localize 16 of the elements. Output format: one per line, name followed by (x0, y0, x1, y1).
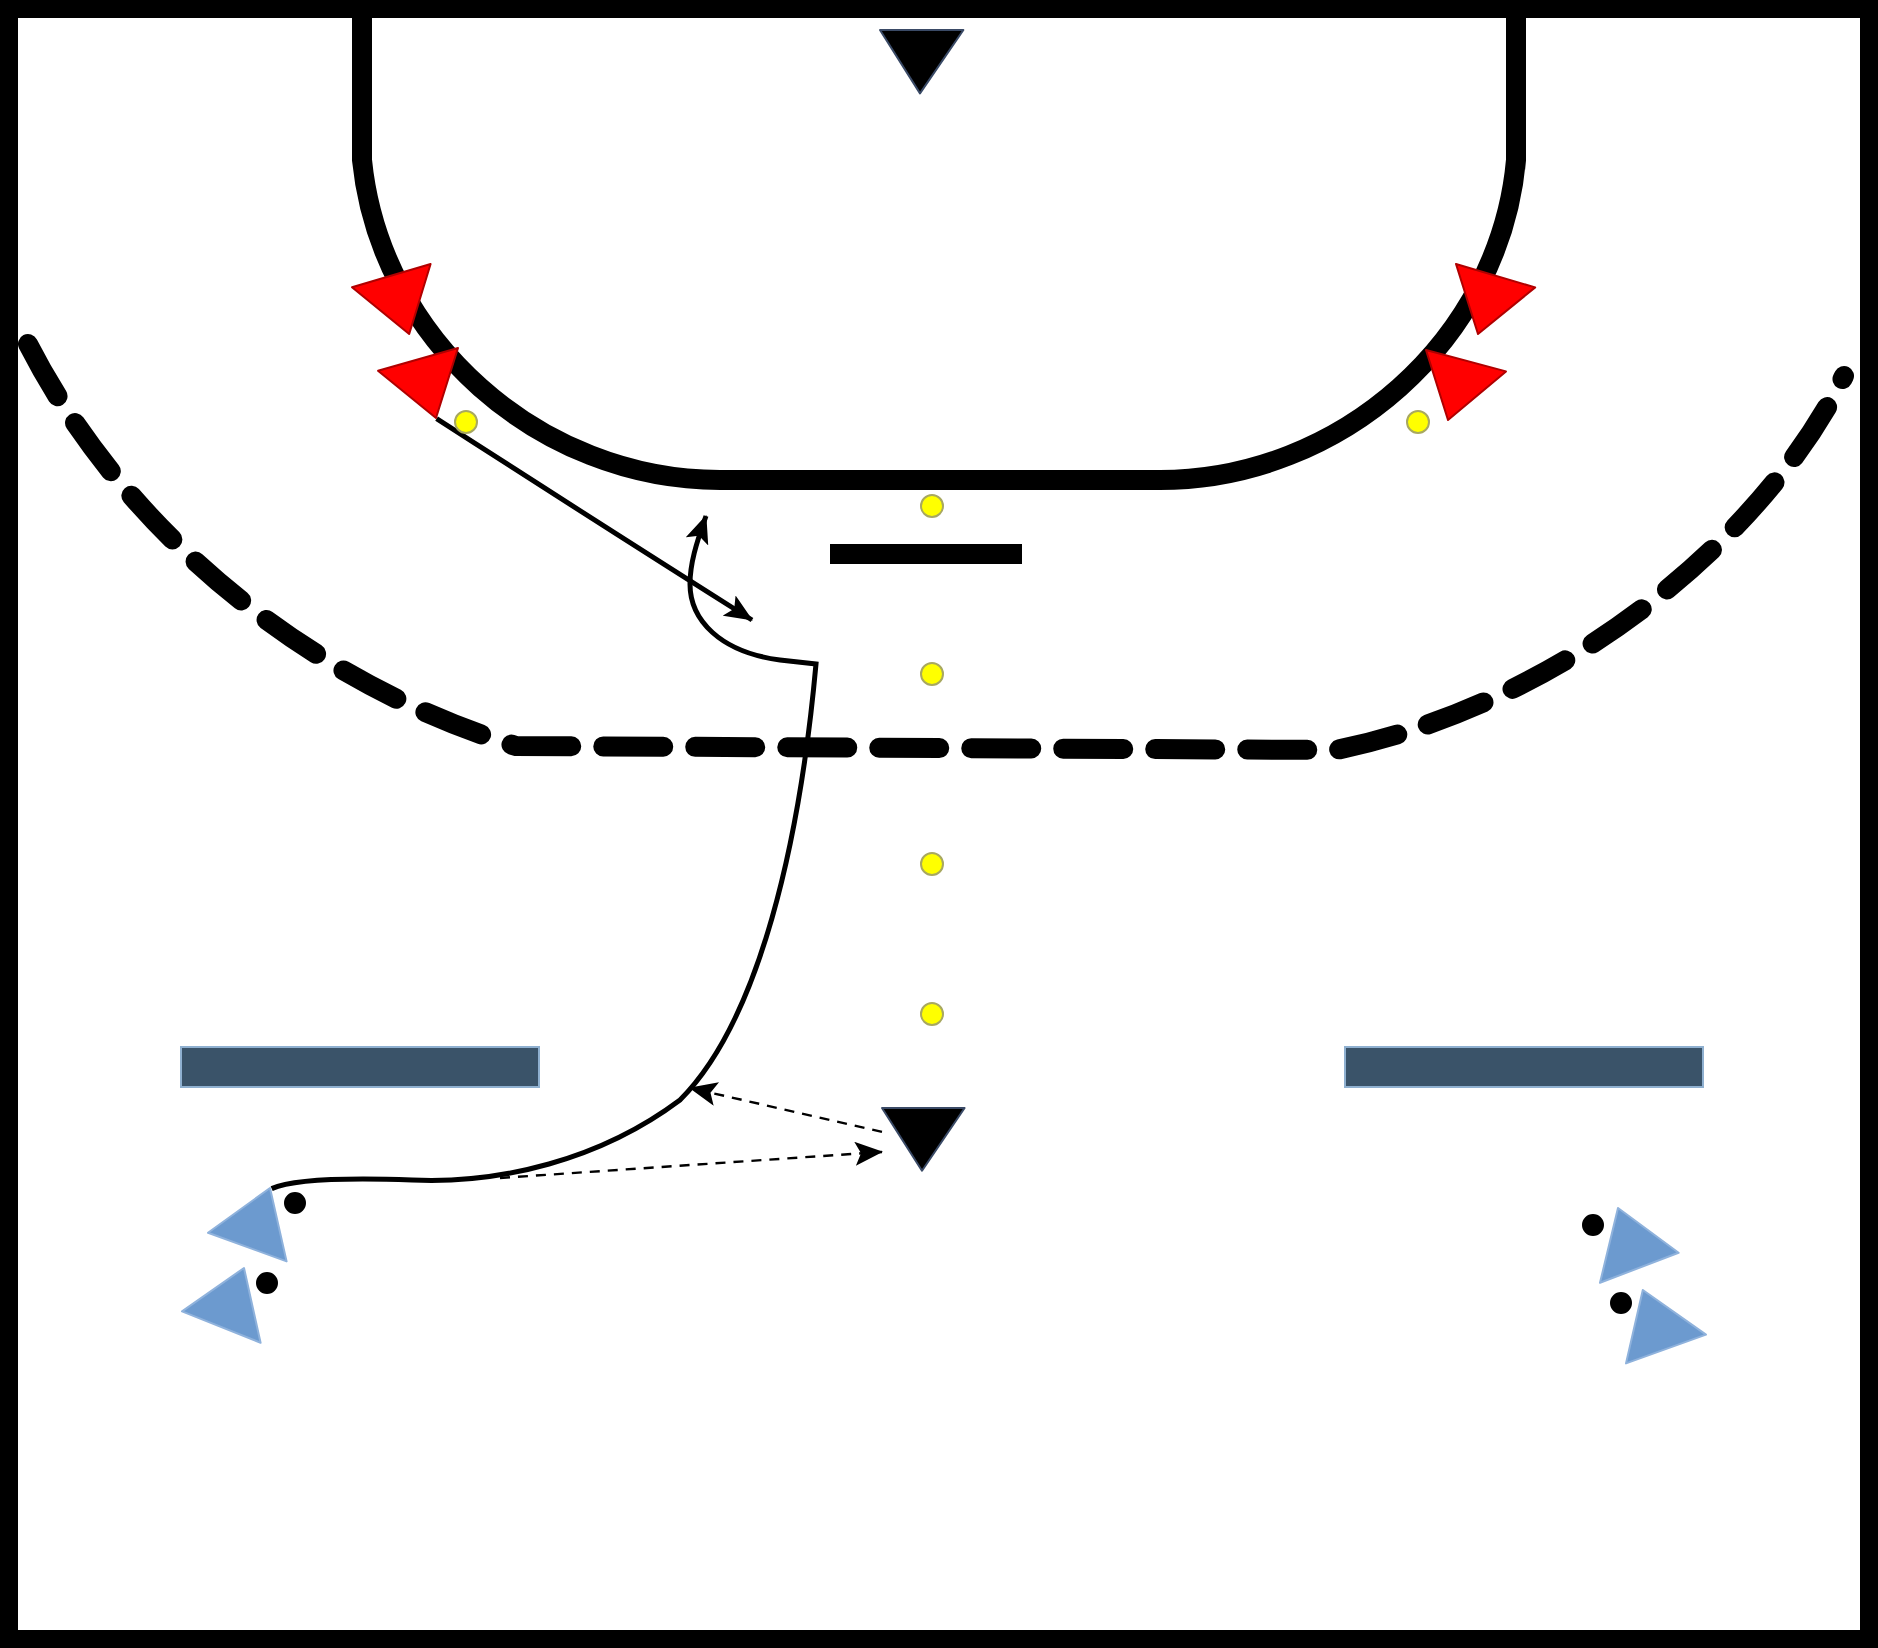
player-marker-icon (181, 1268, 260, 1344)
player-marker-icon (880, 30, 964, 94)
obstacle-bar (180, 1046, 540, 1088)
player-marker-icon (1426, 350, 1507, 420)
player-marker-icon (208, 1188, 287, 1262)
player-marker-icon (1600, 1208, 1679, 1284)
running-path-arrow (270, 515, 819, 1191)
running-path-arrow (435, 416, 754, 623)
pass-arrow (689, 1082, 883, 1133)
obstacle-bar (1344, 1046, 1704, 1088)
player-marker-icon (1626, 1290, 1707, 1364)
player-marker-icon (351, 263, 430, 334)
player-marker-icon (378, 348, 459, 419)
player-marker-icon (882, 1108, 965, 1172)
player-marker-icon (1455, 264, 1535, 335)
pass-arrow (499, 1141, 883, 1180)
